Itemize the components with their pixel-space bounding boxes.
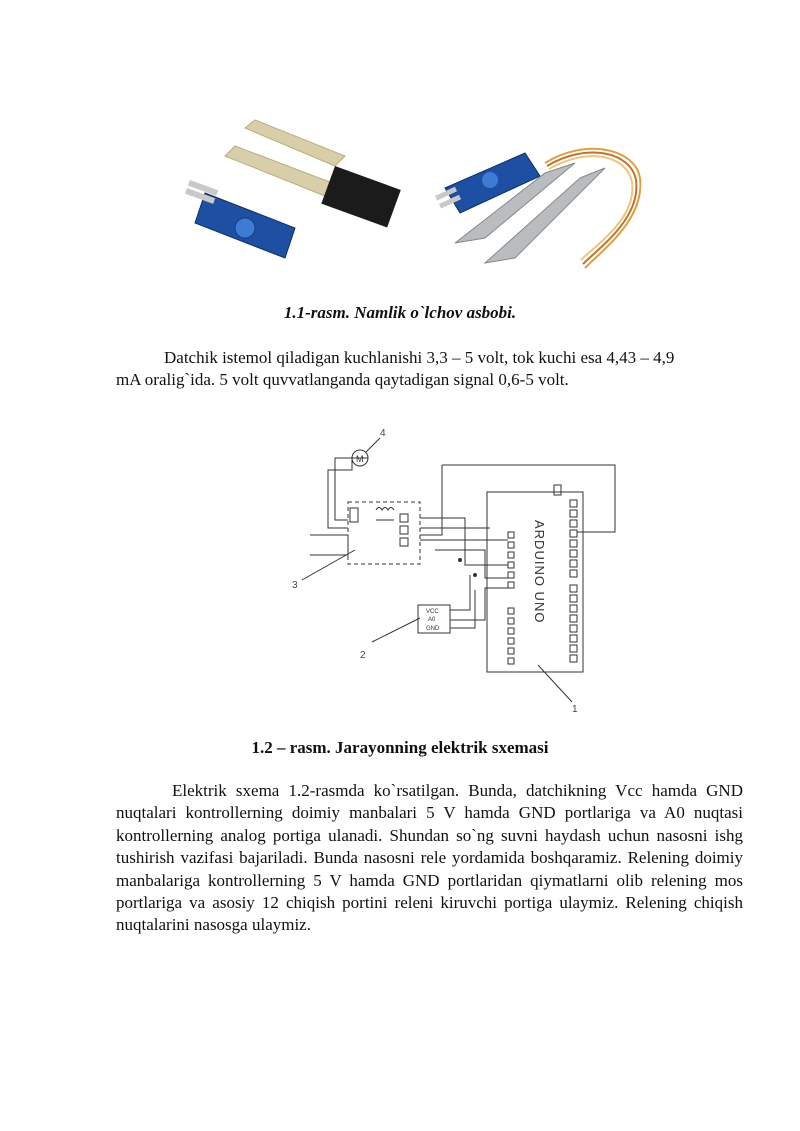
callout-2: 2 — [360, 650, 366, 661]
electrical-schematic: ARDUINO UNO — [280, 420, 640, 720]
left-sensor-probe — [224, 119, 401, 228]
paragraph-schematic-description: Elektrik sxema 1.2-rasmda ko`rsatilgan. … — [116, 781, 743, 935]
arduino-pin-row-left — [507, 531, 515, 665]
callout-1: 1 — [572, 704, 578, 715]
callout-4: 4 — [380, 428, 386, 439]
sensor-block: VCC A0 GND — [417, 604, 451, 634]
callout-leaders — [301, 437, 573, 703]
paragraph-line-1: Datchik istemol qiladigan kuchlanishi 3,… — [164, 348, 675, 367]
motor-label: M — [356, 454, 364, 464]
schematic-wires — [310, 457, 616, 629]
sensor-pin-vcc: VCC — [426, 609, 439, 615]
figure2-caption: 1.2 – rasm. Jarayonning elektrik sxemasi — [251, 738, 549, 757]
left-sensor-module — [184, 179, 296, 259]
arduino-board: ARDUINO UNO — [486, 484, 584, 673]
moisture-sensor-photo — [184, 118, 645, 278]
paragraph-line-2: mA oralig`ida. 5 volt quvvatlanganda qay… — [116, 370, 569, 389]
right-sensor-module — [435, 152, 541, 214]
arduino-pin-row-right — [569, 499, 578, 663]
right-sensor-probe — [454, 162, 606, 264]
sensor-pin-a0: A0 — [428, 617, 436, 623]
arduino-board-label: ARDUINO UNO — [532, 520, 547, 623]
paragraph-sensor-specs: Datchik istemol qiladigan kuchlanishi 3,… — [116, 347, 746, 391]
relay-module — [347, 501, 421, 565]
right-sensor-wires — [544, 147, 642, 269]
callout-3: 3 — [292, 580, 298, 591]
sensor-pin-gnd: GND — [426, 626, 440, 632]
figure1-caption: 1.1-rasm. Namlik o`lchov asbobi. — [283, 303, 517, 322]
